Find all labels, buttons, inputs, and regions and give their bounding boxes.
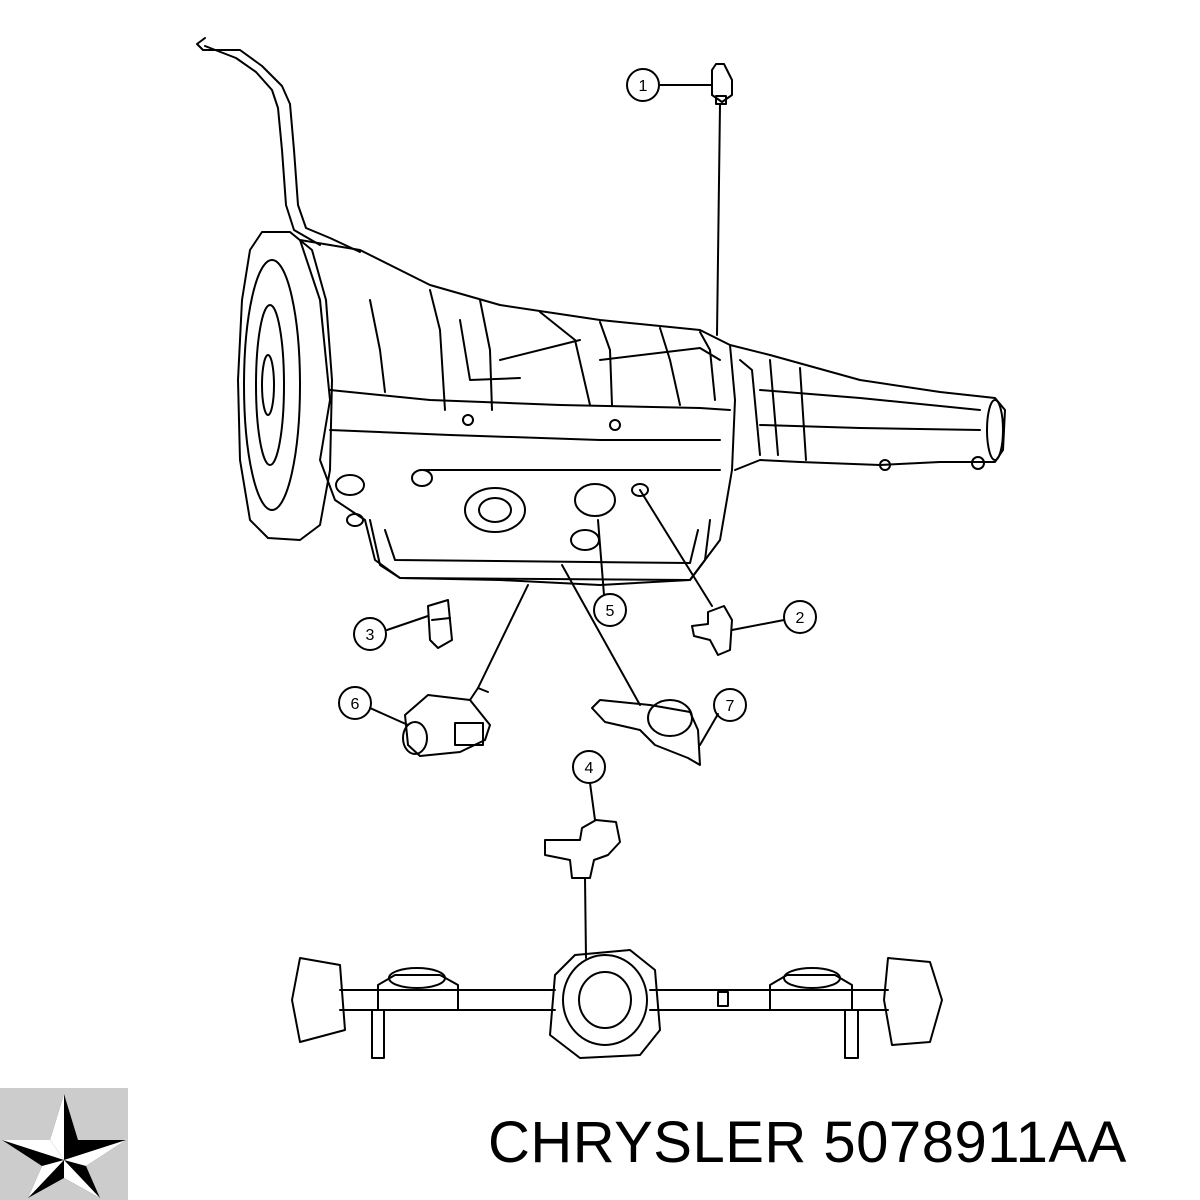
- part-2-sensor: [639, 489, 733, 656]
- callout-3: 3: [353, 615, 429, 651]
- callout-5-number: 5: [606, 603, 615, 620]
- transmission-assembly: [196, 37, 1006, 586]
- pentastar-logo: [0, 1088, 128, 1200]
- callout-2: 2: [731, 600, 817, 634]
- callout-1-number: 1: [639, 78, 648, 95]
- callout-5: 5: [593, 593, 627, 627]
- callout-7: 7: [699, 688, 747, 746]
- rear-axle: [291, 949, 943, 1059]
- callout-6-number: 6: [351, 696, 360, 713]
- brand-title: CHRYSLER 5078911AA: [488, 1110, 1127, 1175]
- callout-7-number: 7: [726, 698, 735, 715]
- part-3-plug: [427, 599, 453, 649]
- part-1-sensor: [711, 63, 733, 336]
- differential-housing: [549, 949, 661, 1059]
- part-7-switch: [561, 564, 701, 766]
- dipstick-tube: [196, 37, 361, 253]
- callout-4: 4: [572, 750, 606, 821]
- extension-housing: [729, 344, 1006, 471]
- callout-1: 1: [626, 68, 713, 102]
- callout-2-number: 2: [796, 610, 805, 627]
- part-6-solenoid: [402, 584, 529, 757]
- part-4-speed-sensor: [544, 819, 621, 959]
- transmission-case: [299, 239, 736, 586]
- callout-4-number: 4: [585, 760, 594, 777]
- bell-housing: [237, 231, 333, 541]
- callout-6: 6: [338, 686, 409, 726]
- callout-3-number: 3: [366, 627, 375, 644]
- oil-pan: [369, 519, 711, 581]
